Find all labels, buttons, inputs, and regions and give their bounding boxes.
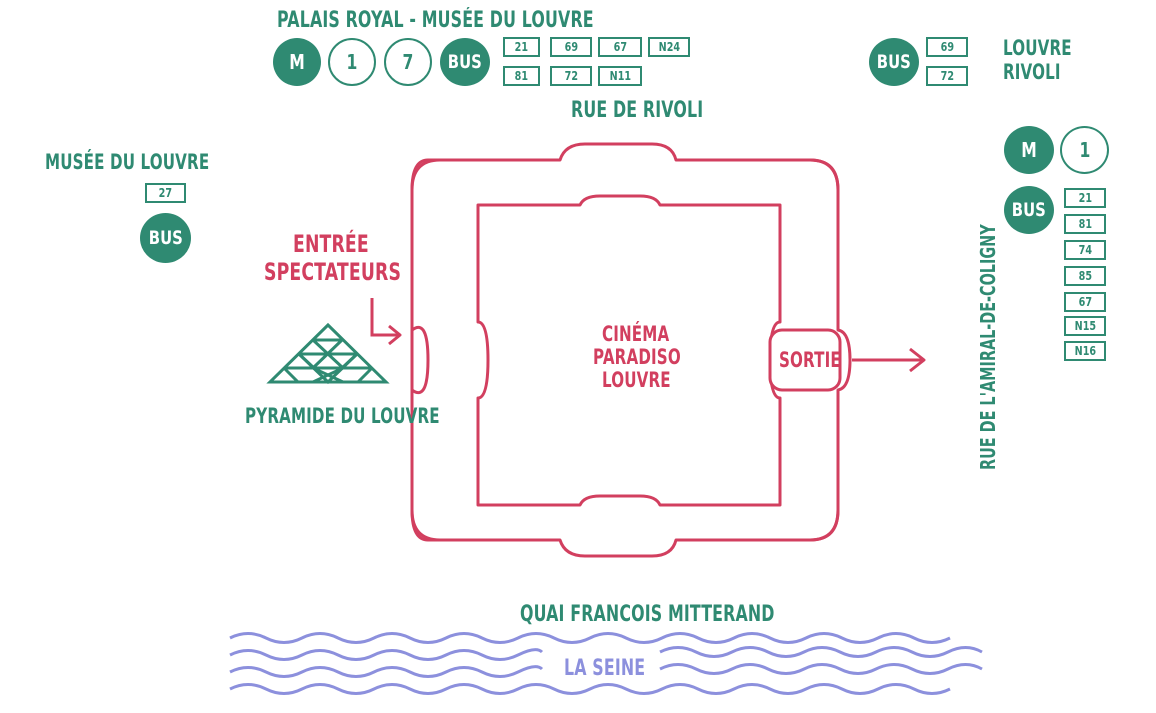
river-label: LA SEINE xyxy=(564,656,646,681)
bus-badge-icon: BUS xyxy=(440,38,490,86)
street-north-label: RUE DE RIVOLI xyxy=(571,98,704,123)
bus-badge-icon: BUS xyxy=(140,213,191,263)
pyramid-label: PYRAMIDE DU LOUVRE xyxy=(245,404,440,428)
venue-inner-courtyard xyxy=(476,194,782,507)
street-east-wrapper: RUE DE L'AMIRAL-DE-COLIGNY xyxy=(976,224,1004,470)
metro-badge-icon: M xyxy=(273,38,321,86)
bus-badge-icon: BUS xyxy=(869,38,919,86)
bus-line-tag: 67 xyxy=(598,37,642,57)
street-east-label: RUE DE L'AMIRAL-DE-COLIGNY xyxy=(976,224,1000,470)
bus-line-tag: 69 xyxy=(926,37,968,57)
bus-line-tag: 69 xyxy=(550,37,592,57)
bus-line-tag: 21 xyxy=(503,37,540,57)
bus-line-tag: N11 xyxy=(598,66,642,86)
metro-badge-icon: M xyxy=(1004,126,1054,174)
bus-line-tag: N24 xyxy=(648,37,690,57)
bus-line-tag: 74 xyxy=(1064,240,1106,260)
bus-line-tag: 21 xyxy=(1064,188,1106,208)
top-right-stop-title-line1: LOUVRE xyxy=(1003,36,1072,60)
bus-line-tag: N15 xyxy=(1064,316,1106,336)
venue-name-line3: LOUVRE xyxy=(602,368,671,392)
top-stop-title: PALAIS ROYAL - MUSÉE DU LOUVRE xyxy=(277,8,594,33)
venue-name-line2: PARADISO xyxy=(593,345,681,369)
street-south-label: QUAI FRANCOIS MITTERAND xyxy=(520,602,775,627)
venue-corner-towers xyxy=(410,158,840,542)
bus-badge-icon: BUS xyxy=(1004,186,1054,234)
entrance-label-line1: ENTRÉE xyxy=(293,230,369,258)
bus-line-tag: 67 xyxy=(1064,292,1106,312)
pyramid-icon xyxy=(266,322,390,385)
river-waves xyxy=(229,632,983,695)
metro-line-1-badge: 1 xyxy=(328,38,376,86)
bus-line-tag: 81 xyxy=(1064,214,1106,234)
bus-line-tag: 27 xyxy=(145,183,186,203)
exit-pavilion xyxy=(768,328,842,392)
venue-name-line1: CINÉMA xyxy=(602,322,670,346)
metro-line-1-badge: 1 xyxy=(1060,126,1109,174)
venue-west-pavilion xyxy=(411,325,430,395)
exit-arrow-icon xyxy=(852,347,926,373)
entrance-arrow-icon xyxy=(370,298,402,346)
left-stop-title: MUSÉE DU LOUVRE xyxy=(45,150,210,174)
bus-line-tag: 72 xyxy=(926,66,968,86)
metro-line-7-badge: 7 xyxy=(384,38,432,86)
bus-line-tag: N16 xyxy=(1064,341,1106,361)
exit-label: SORTIE xyxy=(779,348,841,372)
bus-line-tag: 85 xyxy=(1064,266,1106,286)
top-right-stop-title-line2: RIVOLI xyxy=(1003,60,1061,84)
bus-line-tag: 72 xyxy=(550,66,592,86)
bus-line-tag: 81 xyxy=(503,66,540,86)
entrance-label-line2: SPECTATEURS xyxy=(264,258,402,286)
